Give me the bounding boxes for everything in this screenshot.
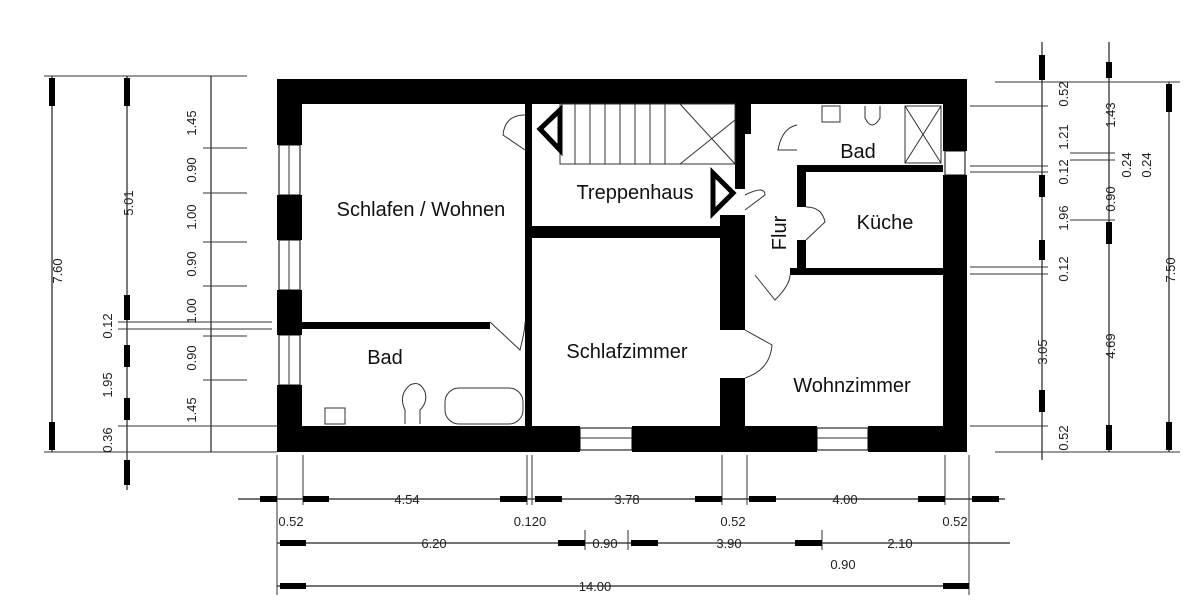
dim-label: 3.90 — [716, 536, 741, 551]
bottom-dimension-labels: 4.54 3.78 4.00 0.52 0.120 0.52 0.52 6.20… — [278, 492, 967, 594]
left-dimension-labels: 7.60 5.01 0.12 1.95 0.36 1.45 0.90 1.00 … — [50, 110, 199, 452]
dim-label: 0.52 — [278, 514, 303, 529]
dim-label: 1.00 — [184, 298, 199, 323]
room-label-bad-upper: Bad — [840, 141, 876, 163]
dim-label: 1.95 — [100, 372, 115, 397]
dim-label: 3.78 — [614, 492, 639, 507]
staircase — [536, 103, 737, 220]
dim-label: 4.54 — [394, 492, 419, 507]
dim-label: 1.45 — [184, 110, 199, 135]
dim-label: 5.01 — [121, 190, 136, 215]
dim-label: 0.52 — [1056, 425, 1071, 450]
room-label-schlafzimmer: Schlafzimmer — [566, 341, 687, 363]
dim-label: 0.12 — [1056, 159, 1071, 184]
dim-label: 4.00 — [832, 492, 857, 507]
dim-label: 0.12 — [1056, 256, 1071, 281]
fixtures — [324, 105, 942, 425]
dim-label: 0.90 — [830, 557, 855, 572]
dim-label: 0.52 — [1056, 81, 1071, 106]
room-label-bad-lower: Bad — [367, 347, 403, 369]
dim-label: 1.96 — [1056, 205, 1071, 230]
dim-label: 0.12 — [100, 313, 115, 338]
dim-label: 1.00 — [184, 204, 199, 229]
dim-label: 0.90 — [184, 157, 199, 182]
dim-label: 1.45 — [184, 397, 199, 422]
dim-label: 4.69 — [1103, 333, 1118, 358]
dim-label: 1.43 — [1103, 102, 1118, 127]
dim-label: 0.90 — [1103, 186, 1118, 211]
toilet-icon — [401, 383, 427, 424]
windows — [278, 144, 966, 451]
room-label-flur: Flur — [769, 215, 791, 250]
dim-label: 0.120 — [514, 514, 547, 529]
left-dimension-lines — [44, 75, 277, 490]
shower-icon — [904, 105, 942, 164]
room-label-schlafen-wohnen: Schlafen / Wohnen — [337, 199, 506, 221]
dim-label: 0.90 — [184, 345, 199, 370]
stair-arrow-right-icon — [710, 166, 737, 220]
dim-label: 7.50 — [1163, 257, 1178, 282]
door-swings — [489, 114, 826, 379]
dim-label: 1.21 — [1056, 124, 1071, 149]
room-label-wohnzimmer: Wohnzimmer — [793, 375, 911, 397]
dim-label: 0.24 — [1119, 152, 1134, 177]
right-dimension-labels: 0.52 1.21 0.12 1.96 0.12 3.05 0.52 1.43 … — [1035, 81, 1178, 450]
room-label-kueche: Küche — [857, 212, 914, 234]
sink-icon — [324, 407, 346, 425]
dim-label: 3.05 — [1035, 339, 1050, 364]
right-dimension-lines — [970, 42, 1180, 460]
dim-label: 0.90 — [592, 536, 617, 551]
dim-label: 0.24 — [1139, 152, 1154, 177]
dim-label: 6.20 — [421, 536, 446, 551]
dim-label: 0.36 — [100, 427, 115, 452]
dim-label: 7.60 — [50, 258, 65, 283]
upper-toilet-icon — [864, 106, 881, 126]
dim-label: 0.90 — [184, 251, 199, 276]
dim-label: 0.52 — [720, 514, 745, 529]
room-label-treppenhaus: Treppenhaus — [576, 182, 693, 204]
stair-arrow-left-icon — [536, 104, 563, 157]
dim-label: 14.00 — [579, 579, 612, 594]
bathtub-icon — [444, 387, 524, 425]
upper-sink-icon — [821, 105, 841, 123]
dim-label: 0.52 — [942, 514, 967, 529]
bottom-dimension-lines — [238, 455, 1010, 595]
walls — [277, 79, 967, 452]
dim-label: 2.10 — [887, 536, 912, 551]
